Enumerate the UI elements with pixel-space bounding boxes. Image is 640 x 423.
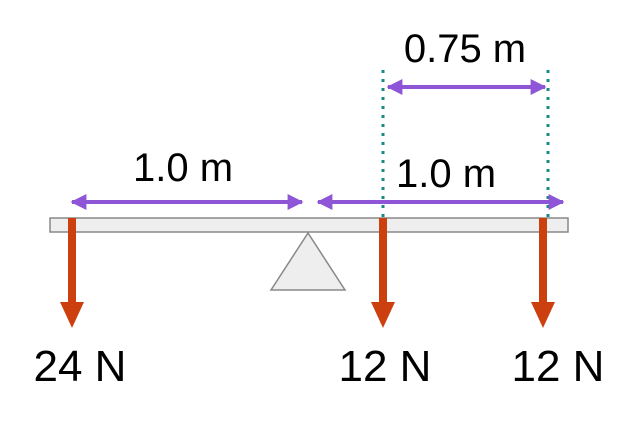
force-arrow-right bbox=[531, 218, 555, 328]
beam bbox=[49, 217, 569, 233]
fulcrum-triangle bbox=[269, 231, 347, 291]
force-label-right: 12 N bbox=[512, 342, 605, 391]
right-distance-label: 1.0 m bbox=[396, 152, 496, 196]
force-label-left: 24 N bbox=[34, 342, 127, 391]
force-arrow-middle bbox=[371, 218, 395, 328]
force-label-middle: 12 N bbox=[339, 342, 432, 391]
force-arrow-left bbox=[60, 218, 84, 328]
offset-distance-label: 0.75 m bbox=[404, 27, 526, 71]
left-distance-label: 1.0 m bbox=[133, 146, 233, 190]
